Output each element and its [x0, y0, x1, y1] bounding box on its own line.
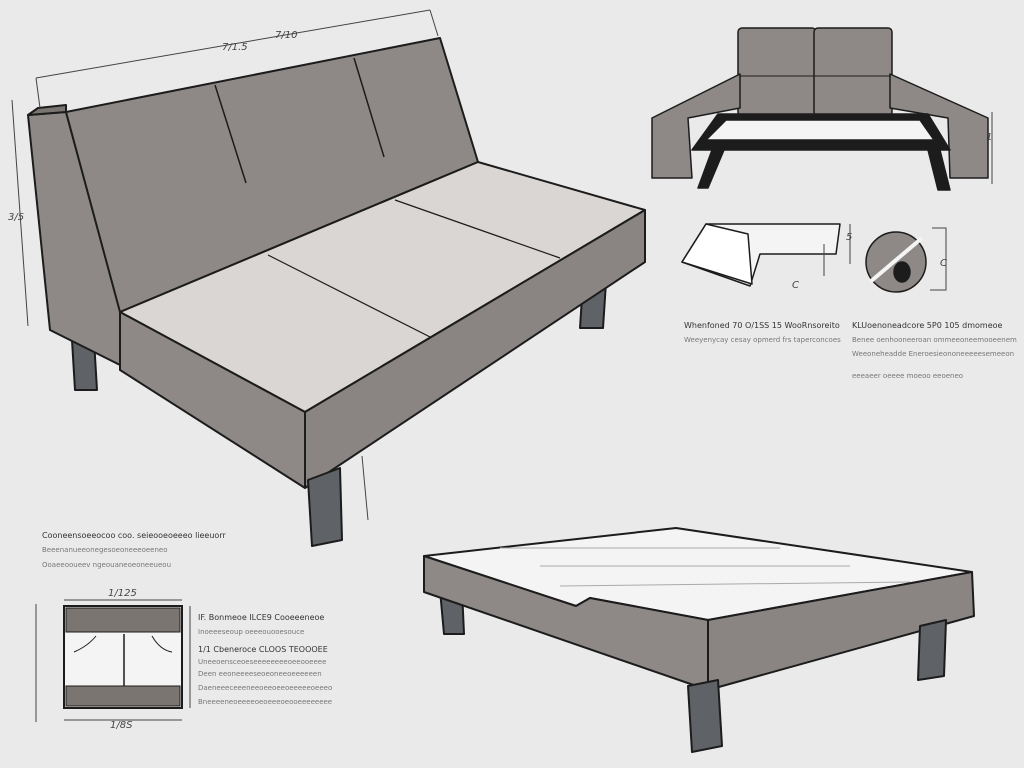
notes-right-b-line3: eeeaeer oeeee moeoo eeoeneo — [852, 372, 963, 380]
notes-left-line2: Ooaeeooueev ngeouaneoeoneeueou — [42, 561, 171, 569]
plan-back-strip — [65, 607, 181, 633]
flat-bed-view — [423, 527, 975, 753]
notes-plan-b-line2: Deen eeoneeeeseoeoneeoeeeeeen — [198, 670, 322, 678]
open-back-cushion-left — [737, 27, 817, 117]
plan-dim-top-label: 1/125 — [108, 588, 137, 599]
notes-plan-a-text: Inoeeeseoup oeeeouooesouce — [198, 628, 304, 636]
backrest-crease-right — [353, 57, 385, 158]
round-dim-line — [930, 227, 947, 291]
open-bed-leg-left — [697, 149, 725, 189]
plan-dim-bottom-label: 1/8S — [110, 720, 133, 731]
notes-right-a-text: Weeyenycay cesay opmerd frs taperconcoes — [684, 336, 841, 344]
notes-plan-b-title: 1/1 Cbeneroce CLOOS TEOOOEE — [198, 645, 328, 654]
notes-left-line1: Beeenanueeonegesoeoneeeoeeneo — [42, 546, 168, 554]
bed-frame-side — [707, 571, 975, 691]
notes-right-b-title: KLUoenoneadcore 5P0 105 dmomeoe — [852, 321, 1003, 330]
open-bed-leg-right — [927, 149, 951, 191]
open-arm-left — [651, 73, 741, 179]
sofa-dimension-lines — [11, 9, 439, 521]
plan-dimension-lines — [35, 599, 191, 722]
open-bed-mattress — [705, 119, 935, 141]
notes-plan-b-line4: Bneeeeneoeeeeoeoeeeoeooeeeeeeee — [198, 698, 332, 706]
bed-leg-right — [917, 619, 947, 681]
notes-right-b-line1: Benee oenhooneeroan ommeeoneemooeenem — [852, 336, 1017, 344]
sofa-leg-front-left — [307, 467, 343, 547]
sofa-open-view — [651, 27, 993, 191]
sofa-seat-side — [304, 209, 646, 489]
sofa-depth-dim-label: 7/10 — [275, 30, 297, 41]
notes-plan-a-title: IF. Bonmeoe ILCE9 Cooeeeneoe — [198, 613, 324, 622]
hinge-detail-view — [681, 223, 851, 287]
round-detail-knob — [893, 261, 911, 283]
round-detail-view — [865, 227, 947, 293]
sofa-width-dim-label: 7/1.5 — [222, 42, 248, 53]
sofa-side-top — [27, 104, 67, 116]
plan-view — [35, 599, 191, 722]
open-dim-label: 1 — [986, 132, 992, 143]
hinge-dim-label: 5 — [846, 232, 852, 243]
seat-seam-2 — [394, 199, 561, 259]
backrest-crease-left — [214, 84, 247, 184]
plan-curve-right — [151, 635, 173, 653]
seat-seam-1 — [267, 254, 441, 343]
bed-leg-front — [687, 679, 723, 753]
round-dim-label: C — [940, 258, 947, 269]
plan-front-strip — [65, 685, 181, 707]
notes-right-b-line2: Weeoneheadde Eneroesieononeeeeesemeeon — [852, 350, 1014, 358]
hinge-fold — [681, 223, 753, 285]
notes-plan-b-line1: Uneeoensceoeseeeeeeeeoeeooeeee — [198, 658, 326, 666]
notes-left-title: Cooneensoeeocoo coo. seieooeoeeeo lieeuo… — [42, 531, 226, 540]
open-arm-right — [889, 73, 989, 179]
notes-plan-b-line3: Daeneeeceeeneeoeeoeeoeeeeeoeeeo — [198, 684, 332, 692]
sofa-height-dim-label: 3/5 — [8, 212, 24, 223]
sofa-main-view — [11, 9, 646, 547]
open-back-cushion-right — [813, 27, 893, 117]
hinge-label: C — [792, 280, 799, 291]
plan-curve-left — [73, 635, 97, 653]
notes-right-a-title: Whenfoned 70 O/1SS 15 WooRnsoreito — [684, 321, 840, 330]
